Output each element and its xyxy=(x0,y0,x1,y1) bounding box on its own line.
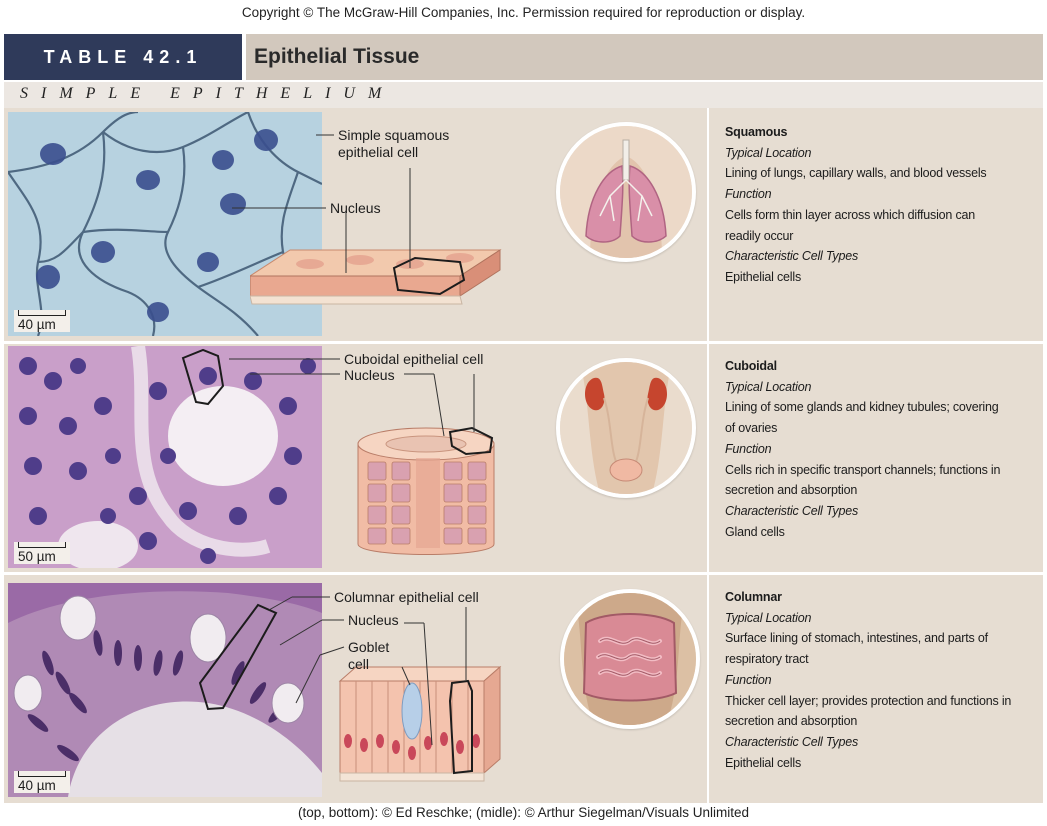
label-columnar-cell: Columnar epithelial cell xyxy=(334,589,479,605)
cuboidal-info: Cuboidal Typical Location Lining of some… xyxy=(725,359,1001,539)
section-header: SIMPLE EPITHELIUM xyxy=(4,82,1043,108)
label-simple-squamous: Simple squamous epithelial cell xyxy=(338,127,450,160)
lungs-icon xyxy=(556,122,696,262)
copyright-notice: Copyright © The McGraw-Hill Companies, I… xyxy=(241,5,806,20)
label-cuboidal-cell: Cuboidal epithelial cell xyxy=(344,351,484,367)
cuboidal-micrograph: 50 µm xyxy=(8,346,322,568)
cuboidal-diagram xyxy=(357,426,495,555)
photo-credit: (top, bottom): © Ed Reschke; (midle): © … xyxy=(297,805,750,820)
squamous-info: Squamous Typical Location Lining of lung… xyxy=(725,125,987,284)
label-nucleus: Nucleus xyxy=(330,200,381,216)
label-nucleus: Nucleus xyxy=(344,367,395,383)
label-nucleus: Nucleus xyxy=(348,612,399,628)
columnar-diagram xyxy=(338,665,502,782)
scale-bar: 50 µm xyxy=(14,542,70,564)
intestines-icon xyxy=(560,589,700,729)
label-goblet-cell: Goblet cell xyxy=(348,639,390,672)
squamous-micrograph: 40 µm xyxy=(8,112,322,336)
columnar-micrograph: 40 µm xyxy=(8,583,322,797)
scale-bar: 40 µm xyxy=(14,310,70,332)
kidneys-icon xyxy=(556,358,696,498)
cuboidal-leaders xyxy=(229,358,475,437)
table-title: Epithelial Tissue xyxy=(254,45,420,68)
columnar-leaders xyxy=(268,596,467,746)
scale-bar: 40 µm xyxy=(14,771,70,793)
row-columnar: 40 µm xyxy=(4,575,1043,803)
row-cuboidal: 50 µm Cuboidal epithelial cell Nuc xyxy=(4,344,1043,572)
squamous-leaders xyxy=(232,134,411,273)
row-squamous: 40 µm Simple squamous epithelial cell Nu… xyxy=(4,108,1043,341)
squamous-diagram xyxy=(250,249,502,305)
columnar-info: Columnar Typical Location Surface lining… xyxy=(725,590,1012,770)
table-number: TABLE 42.1 xyxy=(4,34,242,80)
table-header: TABLE 42.1 Epithelial Tissue xyxy=(4,34,1043,80)
section-title: SIMPLE EPITHELIUM xyxy=(20,85,395,102)
